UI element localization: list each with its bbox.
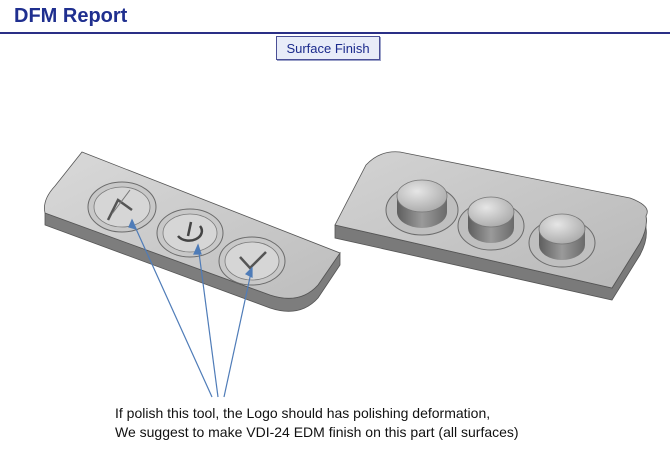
right-part-plate <box>334 151 648 301</box>
callout-arrows <box>128 218 253 398</box>
part-illustration <box>44 151 648 398</box>
left-part-plate <box>44 151 341 312</box>
power-logo-icon <box>156 208 224 258</box>
recommendation-caption: If polish this tool, the Logo should has… <box>115 404 519 442</box>
raised-button-1 <box>385 179 459 236</box>
check-logo-icon <box>218 236 286 286</box>
raised-button-2 <box>457 196 525 251</box>
arrow-logo-icon <box>87 181 157 233</box>
caption-line-2: We suggest to make VDI-24 EDM finish on … <box>115 424 519 440</box>
raised-button-3 <box>528 213 596 268</box>
page-title: DFM Report <box>14 5 128 27</box>
title-divider <box>0 32 670 34</box>
section-tab-surface-finish: Surface Finish <box>276 36 380 60</box>
report-header: DFM Report <box>0 0 670 34</box>
caption-line-1: If polish this tool, the Logo should has… <box>115 405 491 421</box>
